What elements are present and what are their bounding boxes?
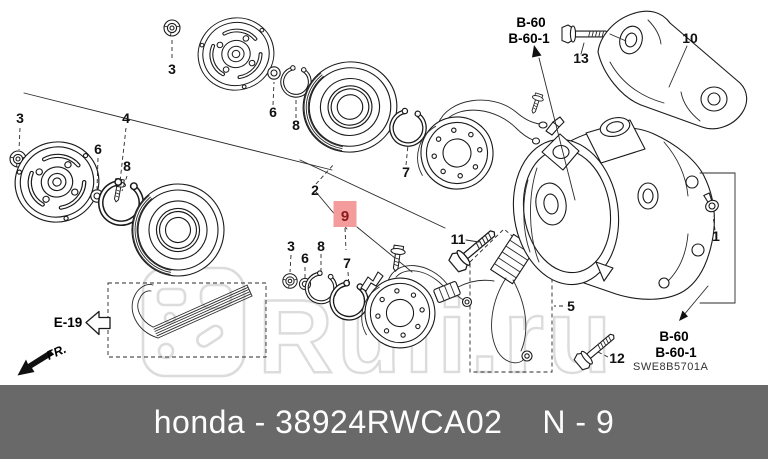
assembly-axis-lines: [23, 92, 446, 273]
nut-part: [163, 19, 181, 37]
ref-b60-top-line2[interactable]: B-60-1: [508, 31, 550, 46]
callout-8[interactable]: 8: [292, 117, 300, 133]
callout-6[interactable]: 6: [269, 104, 277, 120]
relief-valve-part: [703, 192, 719, 213]
callout-7[interactable]: 7: [343, 255, 351, 271]
field-coil-upper: [411, 99, 548, 195]
drive-belt: [131, 284, 253, 339]
ref-fr: FR.: [44, 342, 68, 363]
b60-top-arrow: [532, 45, 576, 201]
exploded-parts-diagram: Ruli.ru: [0, 7, 748, 385]
callout-6[interactable]: 6: [94, 141, 102, 157]
b60-bottom-arrow: [679, 285, 709, 321]
e19-outline-arrow: [85, 310, 111, 336]
callout-9-label: 9: [341, 208, 349, 225]
clutch-disc: [7, 133, 108, 231]
callout-1[interactable]: 1: [712, 228, 720, 244]
washer-part: [267, 66, 281, 80]
compressor-body: [512, 91, 715, 300]
fr-direction-arrow: [17, 350, 54, 376]
drawing-code: SWE8B5701A: [633, 361, 708, 373]
callout-3[interactable]: 3: [287, 238, 295, 254]
ref-e19[interactable]: E-19: [54, 315, 83, 330]
callout-13[interactable]: 13: [573, 50, 589, 66]
callout-7[interactable]: 7: [402, 164, 410, 180]
callout-3[interactable]: 3: [168, 61, 176, 77]
bolt-part: [387, 244, 407, 273]
callout-6[interactable]: 6: [301, 250, 309, 266]
caption-part-number: honda - 38924RWCA02: [153, 403, 503, 440]
callout-8[interactable]: 8: [317, 238, 325, 254]
callout-5[interactable]: 5: [567, 298, 575, 314]
leader-lines: [18, 33, 716, 358]
caption-section: N - 9: [542, 403, 615, 440]
mounting-bracket: [597, 10, 748, 130]
callout-9-highlighted[interactable]: 9: [333, 201, 357, 227]
watermark-text: Ruli.ru: [258, 279, 615, 385]
callout-4[interactable]: 4: [122, 110, 130, 126]
nut-part: [282, 273, 298, 289]
clip-part: [360, 271, 384, 292]
callout-10[interactable]: 10: [682, 30, 698, 46]
clutch-disc: [188, 7, 284, 101]
callout-2[interactable]: 2: [311, 182, 319, 198]
ref-b60-bottom-line2[interactable]: B-60-1: [655, 345, 697, 360]
harness-reference-box: [469, 228, 553, 373]
ref-b60-bottom-line1[interactable]: B-60: [659, 329, 688, 344]
ref-b60-top-line1[interactable]: B-60: [516, 15, 545, 30]
callout-11[interactable]: 11: [451, 231, 466, 247]
pulley-part: [296, 54, 404, 159]
callout-12[interactable]: 12: [609, 350, 625, 366]
grouping-bracket-line: [699, 172, 736, 304]
callout-3[interactable]: 3: [16, 110, 24, 126]
caption-bar: honda - 38924RWCA02 N - 9: [0, 385, 768, 459]
callout-8[interactable]: 8: [123, 158, 131, 174]
